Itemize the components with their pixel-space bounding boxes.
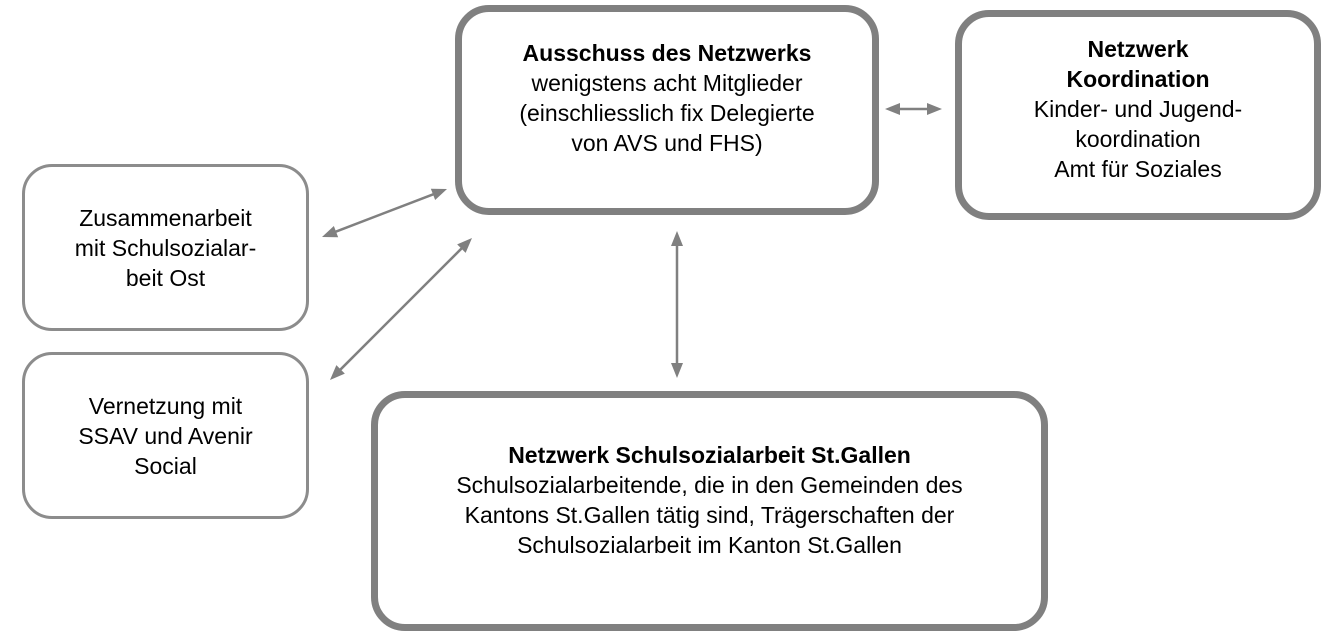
node-text-line: beit Ost <box>125 264 206 291</box>
node-text-line: (einschliesslich fix Delegierte <box>519 100 815 126</box>
node-title-line: Koordination <box>1066 66 1210 92</box>
node-text-line: Zusammenarbeit <box>79 204 252 231</box>
arrowhead <box>671 231 683 246</box>
node-text-line: Social <box>134 452 197 479</box>
node-zusammenarbeit-schulsozialarbeit-ost: Zusammenarbeit mit Schulsozialar- beit O… <box>22 164 309 331</box>
node-ausschuss-des-netzwerks: Ausschuss des Netzwerks wenigstens acht … <box>455 5 879 215</box>
arrowhead <box>330 365 345 380</box>
node-title: Ausschuss des Netzwerks <box>522 40 812 66</box>
node-text-line: Amt für Soziales <box>1054 156 1222 182</box>
arrowhead <box>927 103 942 115</box>
arrowhead <box>322 226 339 238</box>
arrowhead <box>430 188 447 200</box>
connector-line-ausschuss-vernetzung <box>338 246 464 372</box>
node-title-line: Netzwerk <box>1087 36 1189 62</box>
arrowhead <box>885 103 900 115</box>
node-text-line: Vernetzung mit <box>88 392 243 419</box>
node-text-line: koordination <box>1075 126 1201 152</box>
node-text-line: Kinder- und Jugend- <box>1033 96 1243 122</box>
arrowhead <box>671 363 683 378</box>
node-text-line: Schulsozialarbeitende, die in den Gemein… <box>456 472 963 498</box>
node-text-line: wenigstens acht Mitglieder <box>531 70 803 96</box>
node-text-line: Schulsozialarbeit im Kanton St.Gallen <box>517 532 902 558</box>
node-netzwerk-koordination: Netzwerk Koordination Kinder- und Jugend… <box>955 10 1321 220</box>
connector-line-ausschuss-zusammenarbeit <box>333 192 436 234</box>
node-text-line: Kantons St.Gallen tätig sind, Trägerscha… <box>464 502 955 528</box>
node-text-line: mit Schulsozialar- <box>74 234 257 261</box>
node-vernetzung-ssav-avenir-social: Vernetzung mit SSAV und Avenir Social <box>22 352 309 519</box>
node-text-line: SSAV und Avenir <box>78 422 253 449</box>
node-text-line: von AVS und FHS) <box>571 130 763 156</box>
node-netzwerk-schulsozialarbeit-stgallen: Netzwerk Schulsozialarbeit St.Gallen Sch… <box>371 391 1048 631</box>
arrowhead <box>457 238 472 253</box>
node-title: Netzwerk Schulsozialarbeit St.Gallen <box>508 442 911 468</box>
